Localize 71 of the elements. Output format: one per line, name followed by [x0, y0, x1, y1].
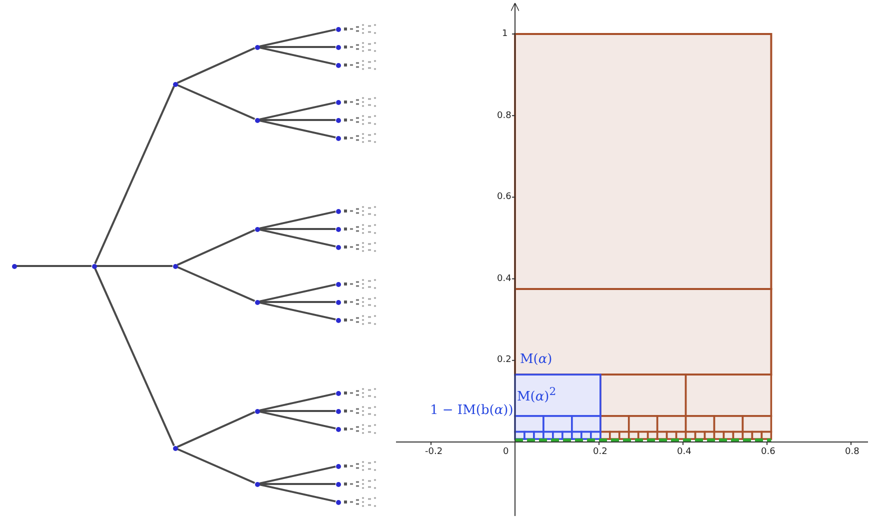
tree-node-dot — [336, 282, 340, 286]
tick-label: 1 — [502, 30, 508, 39]
tick-label: 0 — [503, 448, 509, 457]
tree-node-dot — [254, 408, 260, 414]
tree-branch — [94, 86, 175, 264]
tree-branch — [176, 47, 256, 84]
tree-node-dot — [172, 446, 178, 450]
tree-branch — [260, 46, 336, 48]
tree-branch — [260, 301, 336, 303]
tree-branch — [176, 411, 256, 448]
tree-node-dot — [172, 264, 178, 268]
tree-node-dot — [254, 300, 260, 304]
tree-node-dot — [336, 318, 340, 322]
tree-node-dot — [336, 26, 340, 32]
tree-branch — [259, 102, 336, 120]
tree-branch — [176, 84, 256, 120]
tick-label: 0.6 — [497, 193, 512, 202]
tree-node-dot — [336, 244, 340, 250]
tree-branch — [259, 392, 336, 412]
tree-node-dot — [254, 118, 260, 122]
tree-branch — [259, 46, 336, 66]
tree-node-dot — [336, 226, 340, 232]
tick-label: 0.8 — [845, 448, 860, 457]
tree-node-dot — [336, 118, 340, 122]
tree-branch — [259, 302, 336, 320]
tree-branch — [259, 28, 336, 48]
tree-node-dot — [92, 264, 96, 268]
tick-label: 0.6 — [761, 448, 776, 457]
tree-node-dot — [336, 464, 340, 468]
tree-node-dot — [336, 426, 340, 432]
tree-branch — [176, 266, 256, 302]
tree-branch — [260, 410, 336, 412]
tree-branch — [259, 484, 336, 502]
tree-node-dot — [336, 500, 340, 504]
tree-branch — [96, 265, 172, 267]
tree-node-dot — [336, 482, 340, 486]
tree-node-dot — [336, 100, 340, 104]
tree-node-dot — [336, 44, 340, 50]
tree-branch — [176, 229, 256, 266]
tree-branch — [259, 410, 336, 430]
tree-branch — [259, 120, 336, 138]
tree-branch — [260, 119, 336, 121]
tree-node-dot — [254, 44, 260, 50]
tree-node-dot — [254, 482, 260, 486]
tick-label: -0.2 — [425, 448, 443, 457]
tree-branch — [260, 228, 336, 230]
formula-label: M(α)$^{2}$ — [517, 387, 556, 404]
tree-branch — [259, 210, 336, 230]
tree-branch — [259, 284, 336, 302]
tree-branch — [260, 483, 336, 485]
tick-label: 0.2 — [593, 448, 608, 457]
tree-branch — [176, 448, 256, 484]
tree-node-dot — [336, 62, 340, 68]
tree-node-dot — [336, 136, 340, 140]
tree-node-dot — [336, 390, 340, 396]
tick-label: 0.4 — [677, 448, 692, 457]
formula-label: 1 − IM(b(α)) — [430, 404, 514, 417]
tick-label: 0.4 — [497, 274, 512, 284]
tick-label: 0.8 — [497, 112, 512, 121]
tree-node-dot — [12, 264, 16, 268]
tree-node-dot — [336, 408, 340, 414]
tree-node-dot — [336, 300, 340, 304]
tree-branch — [16, 265, 92, 267]
tick-label: 0.2 — [497, 356, 512, 366]
tree-node-dot — [254, 226, 260, 232]
tree-branch — [259, 228, 336, 248]
tree-branch — [94, 268, 175, 446]
tree-node-dot — [336, 208, 340, 214]
tree-node-dot — [172, 82, 178, 86]
formula-label: M(α) — [520, 353, 552, 366]
tree-branch — [259, 466, 336, 484]
